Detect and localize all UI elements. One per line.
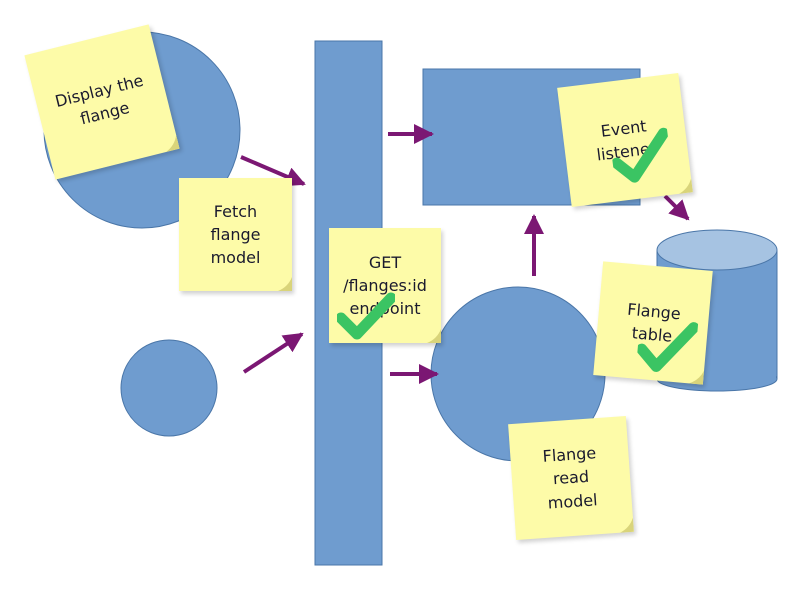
- note-curl-icon: [278, 277, 292, 291]
- note-get-endpoint: GET /flanges:id endpoint: [329, 228, 441, 343]
- note-curl-icon: [619, 517, 634, 533]
- arrow-event-bus-to-database: [663, 194, 690, 221]
- database-top: [656, 229, 778, 271]
- note-display-text: Display the flange: [53, 70, 146, 129]
- note-flange-table: Flange table: [593, 261, 713, 385]
- note-curl-icon: [165, 135, 180, 153]
- note-fetch-flange-model: Fetch flange model: [179, 178, 292, 291]
- check-icon: [611, 127, 669, 183]
- note-fetch-text: Fetch flange model: [210, 201, 261, 268]
- check-icon: [636, 322, 699, 372]
- arrow-display-to-api: [240, 155, 306, 187]
- arrow-small-to-api: [242, 332, 304, 374]
- note-curl-icon: [678, 178, 693, 194]
- note-curl-icon: [427, 329, 441, 343]
- note-event-listener: Event listener: [557, 73, 693, 207]
- note-curl-icon: [688, 370, 705, 385]
- note-flange-read-model: Flange read model: [508, 416, 634, 540]
- note-read-text: Flange read model: [541, 443, 599, 513]
- ui-circle-small: [120, 339, 218, 437]
- note-display-the-flange: Display the flange: [24, 24, 180, 180]
- check-icon: [337, 292, 395, 340]
